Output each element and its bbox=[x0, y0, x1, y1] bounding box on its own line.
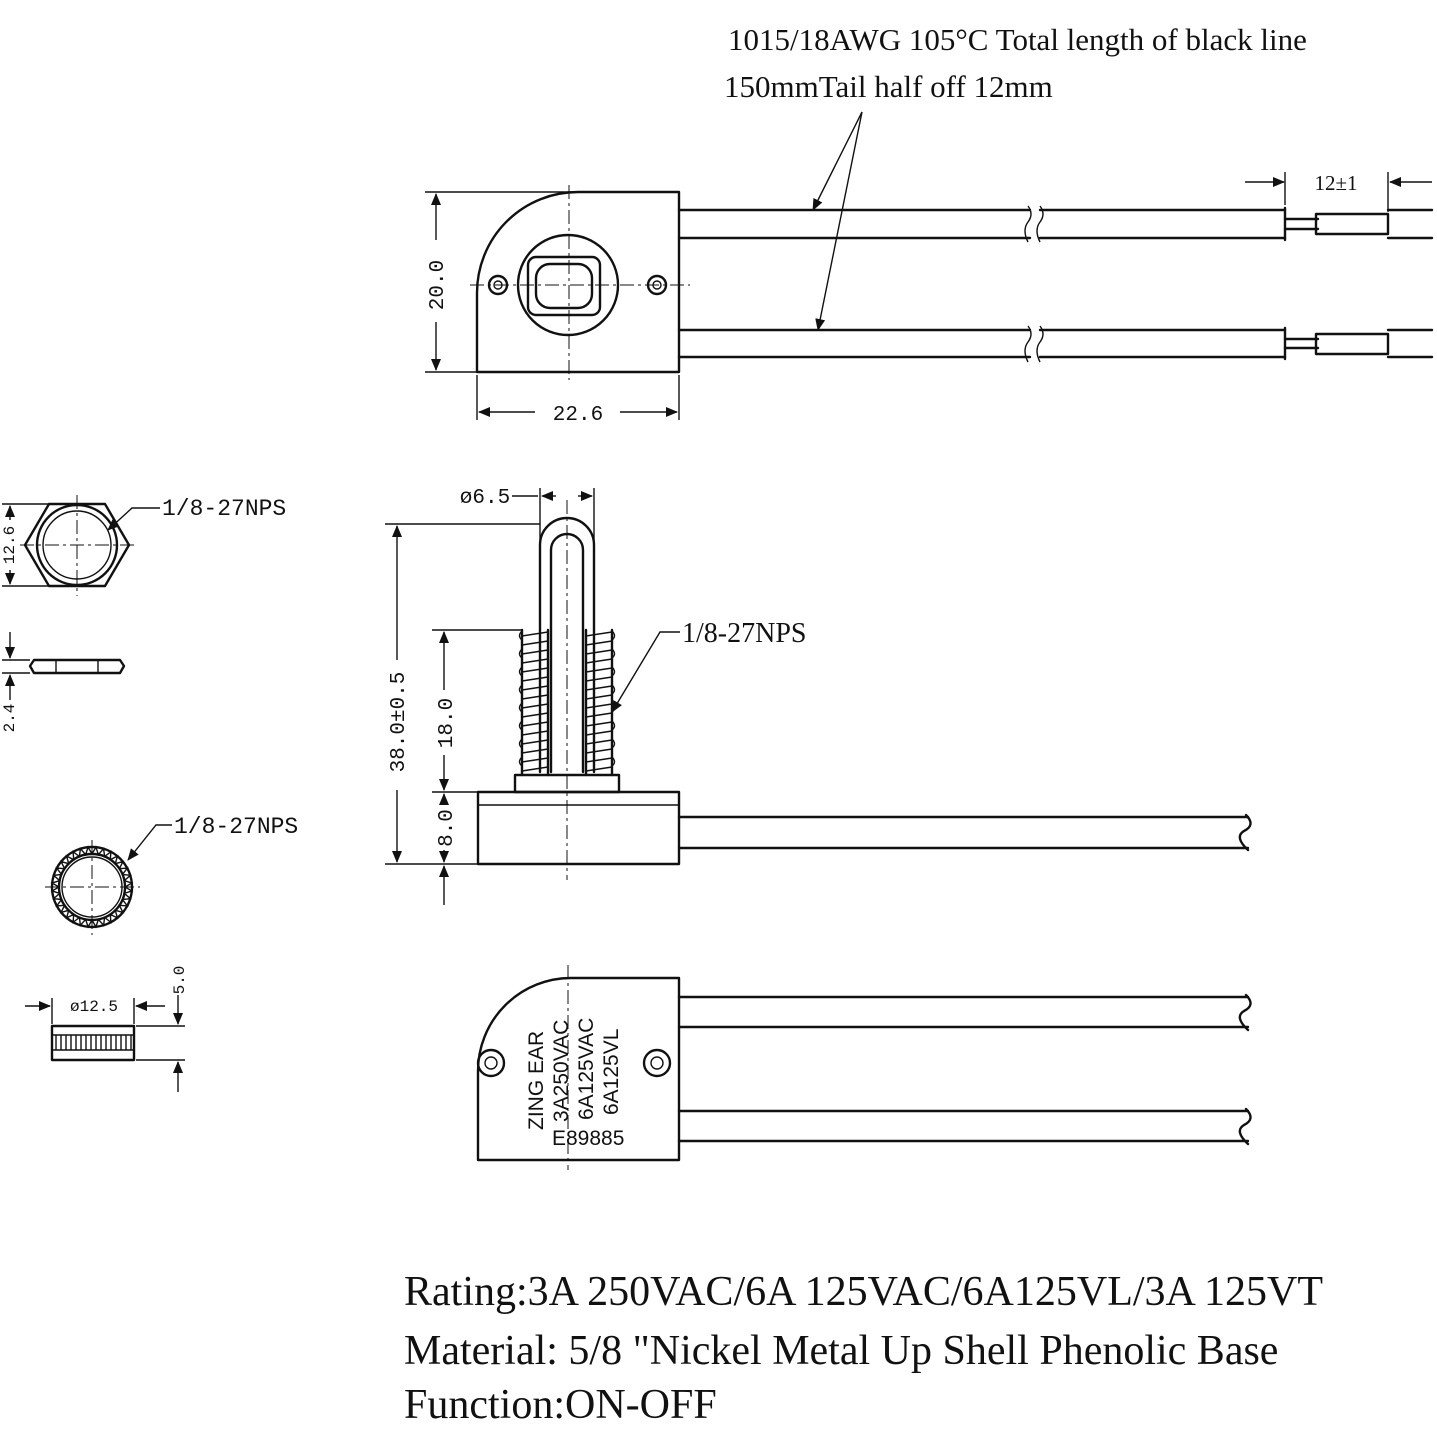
marking-rating-1: 3A250VAC bbox=[550, 1020, 573, 1122]
dim-base-height: 8.0 bbox=[436, 809, 459, 847]
thread-spec-hex: 1/8-27NPS bbox=[162, 496, 286, 522]
dim-body-width: 22.6 bbox=[553, 404, 603, 427]
knurl-side-ridges bbox=[55, 1035, 132, 1050]
knurled-nut-view: 1/8-27NPS ø12.5 5.0 bbox=[25, 814, 298, 1092]
dim-strip-length: 12±1 bbox=[1314, 171, 1357, 195]
dim-shaft-diameter: ø6.5 bbox=[460, 487, 510, 510]
bottom-view: ZING EAR 3A250VAC 6A125VAC 6A125VL E8988… bbox=[476, 965, 1252, 1170]
wire-note: 1015/18AWG 105°C Total length of black l… bbox=[724, 22, 1307, 331]
marking-brand: ZING EAR bbox=[525, 1031, 548, 1130]
body-marking: ZING EAR 3A250VAC 6A125VAC 6A125VL E8988… bbox=[525, 1018, 624, 1150]
dim-knurl-diameter: ø12.5 bbox=[70, 998, 118, 1016]
dim-body-height: 20.0 bbox=[427, 260, 450, 310]
dim-total-height: 38.0±0.5 bbox=[388, 672, 411, 773]
wire-note-line1: 1015/18AWG 105°C Total length of black l… bbox=[728, 22, 1307, 57]
dim-thread-length: 18.0 bbox=[436, 698, 459, 748]
spec-rating: Rating:3A 250VAC/6A 125VAC/6A125VL/3A 12… bbox=[404, 1269, 1323, 1315]
marking-rating-3: 6A125VL bbox=[600, 1029, 623, 1115]
dim-knurl-thickness: 5.0 bbox=[171, 966, 189, 995]
top-view: 12±1 20.0 22.6 bbox=[425, 171, 1434, 427]
dim-hex-width: 12.6 bbox=[1, 526, 19, 564]
side-view: ø6.5 38.0±0.5 18.0 8.0 1/8-27NPS bbox=[385, 487, 1252, 905]
marking-file-number: E89885 bbox=[552, 1127, 624, 1150]
thread-spec-knurl: 1/8-27NPS bbox=[174, 814, 298, 840]
switch-body-outline bbox=[475, 190, 681, 374]
thread-spec-main: 1/8-27NPS bbox=[682, 618, 806, 649]
spec-block: Rating:3A 250VAC/6A 125VAC/6A125VL/3A 12… bbox=[404, 1269, 1323, 1428]
dim-hex-thickness: 2.4 bbox=[1, 704, 19, 733]
spec-material: Material: 5/8 "Nickel Metal Up Shell Phe… bbox=[404, 1328, 1278, 1374]
knurl-teeth bbox=[50, 845, 134, 929]
marking-rating-2: 6A125VAC bbox=[575, 1018, 598, 1120]
wire-note-line2: 150mmTail half off 12mm bbox=[724, 69, 1053, 104]
spec-function: Function:ON-OFF bbox=[404, 1382, 717, 1428]
hex-nut-view: 12.6 1/8-27NPS 2.4 bbox=[1, 495, 286, 732]
